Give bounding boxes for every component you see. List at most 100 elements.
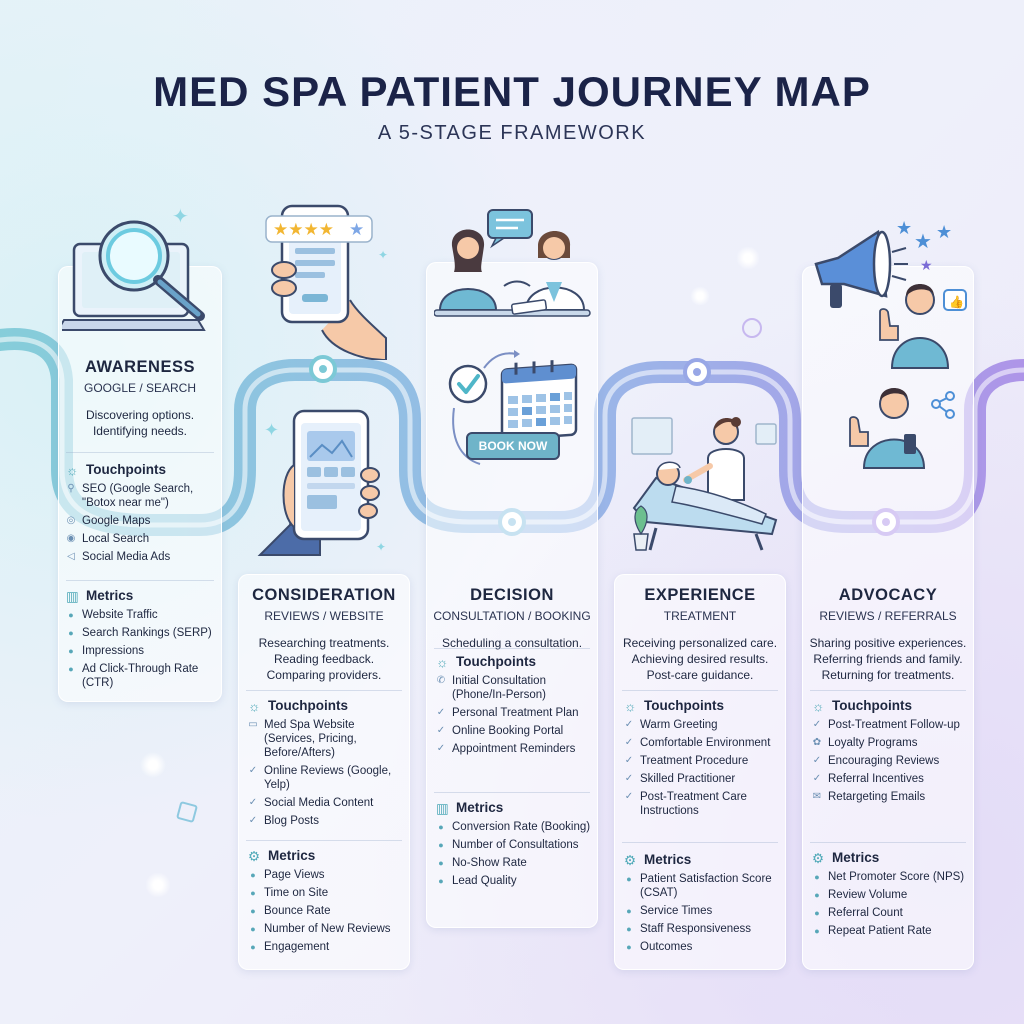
list-item: ●Number of New Reviews <box>250 923 391 935</box>
list-item: ●Service Times <box>626 905 713 917</box>
stage-description: Receiving personalized care. Achieving d… <box>612 635 788 683</box>
stage-description: Discovering options. Identifying needs. <box>58 407 222 439</box>
divider <box>622 690 778 691</box>
divider <box>246 840 402 841</box>
stage-card-awareness <box>58 266 222 702</box>
bar-chart-icon: ▥ <box>436 800 449 816</box>
touchpoints-section-experience: ☼Touchpoints ✓Warm Greeting ✓Comfortable… <box>624 698 782 822</box>
treatment-illustration <box>631 417 778 551</box>
check-circle-icon: ✓ <box>624 719 634 730</box>
description-line: Reading feedback. <box>273 652 375 666</box>
svg-text:★: ★ <box>914 229 932 253</box>
gear-icon: ⚙ <box>624 852 637 868</box>
list-item: ✓Online Booking Portal <box>436 725 564 737</box>
path-node <box>683 358 711 386</box>
gear-icon: ⚙ <box>812 850 825 866</box>
consultation-illustration <box>434 209 591 317</box>
metrics-section-experience: ⚙Metrics ●Patient Satisfaction Score (CS… <box>624 852 782 958</box>
touchpoints-section-advocacy: ☼Touchpoints ✓Post-Treatment Follow-up ✿… <box>812 698 970 808</box>
description-line: Discovering options. <box>85 408 195 422</box>
description-line: Sharing positive experiences. <box>809 636 967 650</box>
list-item: ●Search Rankings (SERP) <box>68 627 212 639</box>
stage-subtitle: REVIEWS / REFERRALS <box>819 609 957 623</box>
sparkle-icon: ✦ <box>172 206 189 228</box>
hand-phone-illustration <box>257 409 380 556</box>
metrics-heading: ▥Metrics <box>66 588 134 604</box>
stage-subtitle: TREATMENT <box>663 609 737 623</box>
lightbulb-icon: ☼ <box>66 462 79 478</box>
check-circle-icon: ✓ <box>624 737 634 748</box>
location-pin-icon: ◉ <box>66 533 76 544</box>
lightbulb-icon: ☼ <box>248 698 261 714</box>
map-icon: ◎ <box>66 515 76 526</box>
glow-decoration <box>690 286 710 306</box>
check-circle-icon: ✓ <box>624 791 634 802</box>
list-item: ✓Post-Treatment Follow-up <box>812 719 960 731</box>
list-item: ●Net Promoter Score (NPS) <box>814 871 965 883</box>
stage-name: CONSIDERATION <box>252 586 396 604</box>
list-item: ◎Google Maps <box>66 515 151 527</box>
description-line: Post-care guidance. <box>646 668 754 682</box>
list-item: ✉Retargeting Emails <box>812 791 926 803</box>
list-item: ✆Initial Consultation (Phone/In-Person) <box>436 675 546 701</box>
list-item: ●Bounce Rate <box>250 905 331 917</box>
divider <box>810 690 966 691</box>
list-item: ✓Online Reviews (Google, Yelp) <box>248 765 392 791</box>
sparkle-icon: ✦ <box>264 420 280 440</box>
list-item: ✿Loyalty Programs <box>812 737 918 749</box>
check-circle-icon: ✓ <box>812 719 822 730</box>
lightbulb-icon: ☼ <box>812 698 825 714</box>
description-line: Achieving desired results. <box>631 652 769 666</box>
metrics-heading: ⚙Metrics <box>812 850 880 866</box>
list-item: ●Patient Satisfaction Score (CSAT) <box>626 873 772 899</box>
list-item: ✓Post-Treatment Care Instructions <box>624 791 747 817</box>
search-icon: ⚲ <box>67 483 75 494</box>
stage-heading-consideration: CONSIDERATION REVIEWS / WEBSITE Research… <box>236 586 412 683</box>
svg-text:★: ★ <box>920 258 933 274</box>
svg-text:👍: 👍 <box>949 295 964 309</box>
list-item: ●Referral Count <box>814 907 903 919</box>
description-line: Scheduling a consultation. <box>441 636 583 650</box>
glow-decoration <box>736 246 760 270</box>
touchpoints-section-decision: ☼Touchpoints ✆Initial Consultation (Phon… <box>436 654 594 760</box>
phone-reviews-illustration: ★★★★ ★ <box>265 204 387 360</box>
book-now-button[interactable]: BOOK NOW <box>466 432 560 460</box>
gear-icon: ⚙ <box>248 848 261 864</box>
touchpoints-heading: ☼Touchpoints <box>812 698 912 714</box>
description-line: Comparing providers. <box>266 668 382 682</box>
svg-text:★: ★ <box>936 222 952 243</box>
divider <box>66 452 214 453</box>
stage-subtitle: REVIEWS / WEBSITE <box>264 609 384 623</box>
svg-text:★★★★: ★★★★ <box>273 220 334 240</box>
list-item: ●Page Views <box>250 869 325 881</box>
list-item: ●Lead Quality <box>438 875 517 887</box>
list-item: ●No-Show Rate <box>438 857 527 869</box>
divider <box>810 842 966 843</box>
stage-description: Researching treatments. Reading feedback… <box>236 635 412 683</box>
gift-icon: ✿ <box>812 737 822 748</box>
check-circle-icon: ✓ <box>248 815 258 826</box>
list-item: ✓Treatment Procedure <box>624 755 749 767</box>
list-item: ✓Encouraging Reviews <box>812 755 940 767</box>
metrics-heading: ▥Metrics <box>436 800 504 816</box>
check-circle-icon: ✓ <box>436 707 446 718</box>
stage-name: EXPERIENCE <box>644 586 756 604</box>
metrics-section-decision: ▥Metrics ●Conversion Rate (Booking) ●Num… <box>436 800 594 892</box>
stage-name: DECISION <box>470 586 554 604</box>
touchpoints-heading: ☼Touchpoints <box>624 698 724 714</box>
stage-heading-awareness: AWARENESS GOOGLE / SEARCH Discovering op… <box>58 358 222 439</box>
list-item: ●Time on Site <box>250 887 329 899</box>
list-item: ▭Med Spa Website (Services, Pricing, Bef… <box>248 719 357 759</box>
list-item: ✓Skilled Practitioner <box>624 773 736 785</box>
list-item: ✓Comfortable Environment <box>624 737 771 749</box>
list-item: ●Review Volume <box>814 889 908 901</box>
touchpoints-heading: ☼Touchpoints <box>66 462 166 478</box>
stage-card-advocacy <box>802 266 974 970</box>
mail-icon: ✉ <box>812 791 822 802</box>
stage-card-experience <box>614 574 786 970</box>
divider <box>66 580 214 581</box>
check-circle-icon: ✓ <box>812 755 822 766</box>
check-circle-icon: ✓ <box>436 743 446 754</box>
stage-card-consideration <box>238 574 410 970</box>
list-item: ●Conversion Rate (Booking) <box>438 821 591 833</box>
